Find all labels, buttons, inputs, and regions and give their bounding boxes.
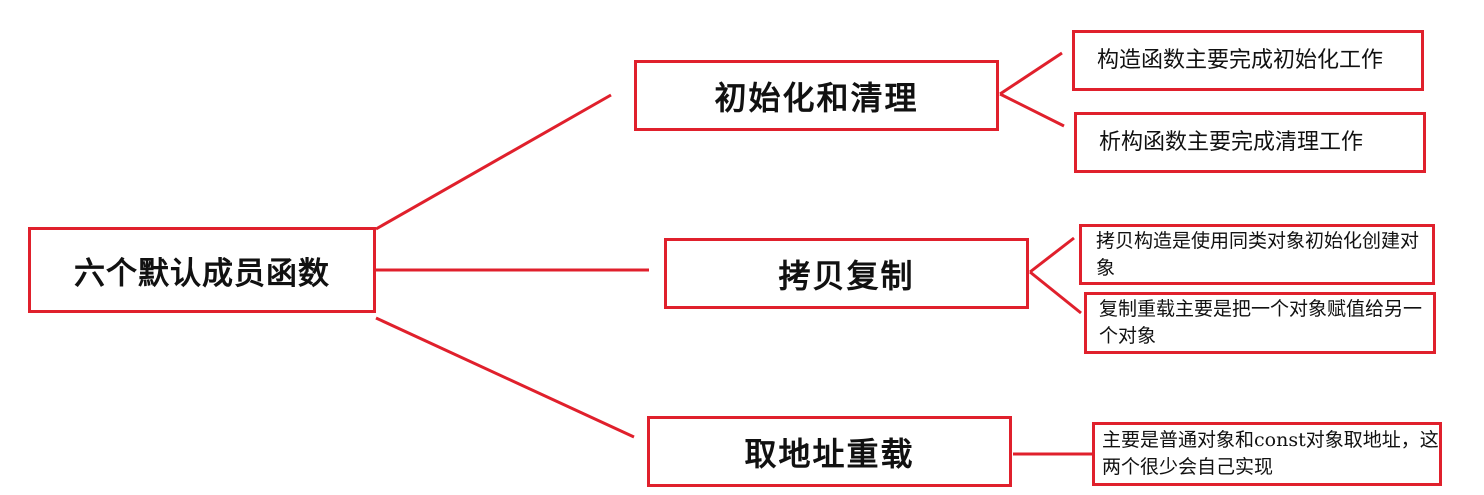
connector-copy-to-copyctor <box>1029 236 1075 274</box>
leaf-label: 复制重载主要是把一个对象赋值给另一个对象 <box>1099 298 1423 347</box>
branch-label: 取地址重载 <box>744 434 915 473</box>
leaf-label: 构造函数主要完成初始化工作 <box>1097 48 1384 73</box>
branch-label: 初始化和清理 <box>714 78 919 117</box>
leaf-node-copy-constructor: 拷贝构造是使用同类对象初始化创建对象 <box>1079 224 1435 285</box>
leaf-node-destructor: 析构函数主要完成清理工作 <box>1074 112 1426 173</box>
connector-root-to-address <box>375 316 635 439</box>
leaf-node-address-of: 主要是普通对象和const对象取地址，这两个很少会自己实现 <box>1092 422 1442 486</box>
root-node: 六个默认成员函数 <box>28 227 376 313</box>
connector-init-to-ctor <box>999 51 1063 96</box>
branch-node-copy: 拷贝复制 <box>664 238 1029 309</box>
leaf-label: 析构函数主要完成清理工作 <box>1099 130 1364 155</box>
connector-init-to-dtor <box>999 92 1065 128</box>
branch-node-address-overload: 取地址重载 <box>647 416 1012 487</box>
leaf-label: 拷贝构造是使用同类对象初始化创建对象 <box>1096 229 1420 279</box>
branch-node-init-cleanup: 初始化和清理 <box>634 60 999 131</box>
leaf-node-constructor: 构造函数主要完成初始化工作 <box>1072 30 1424 91</box>
root-label: 六个默认成员函数 <box>74 255 330 292</box>
leaf-node-assignment-overload: 复制重载主要是把一个对象赋值给另一个对象 <box>1084 292 1436 354</box>
connector-copy-to-assign <box>1029 270 1082 315</box>
leaf-label: 主要是普通对象和const对象取地址，这两个很少会自己实现 <box>1102 429 1439 478</box>
branch-label: 拷贝复制 <box>778 256 915 295</box>
connector-root-to-init <box>375 93 612 231</box>
